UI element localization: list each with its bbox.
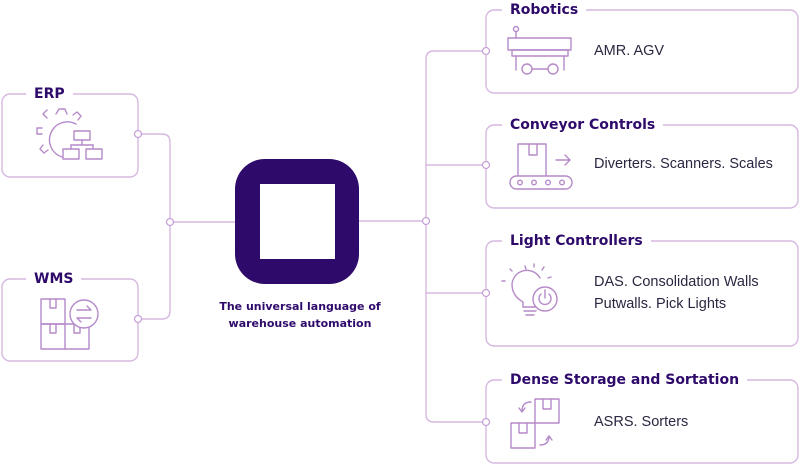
conveyor-title: Conveyor Controls: [502, 116, 664, 134]
dense-storage-title: Dense Storage and Sortation: [502, 371, 748, 389]
light-node: [481, 288, 491, 298]
left-connector-trunk: [138, 133, 171, 320]
robotics-description: AMR. AGV: [594, 43, 665, 59]
right-junction-node: [421, 216, 431, 226]
gear-org-chart-icon: [36, 108, 103, 160]
boxes-sort-icon: [510, 398, 560, 449]
center-caption-line1: The universal language of: [219, 300, 381, 313]
light-title: Light Controllers: [502, 232, 651, 250]
lightbulb-power-icon: [501, 263, 558, 316]
right-connector-trunk: [425, 50, 486, 423]
conveyor-box-icon: [509, 143, 573, 190]
conveyor-node: [481, 160, 491, 170]
center-caption-line2: warehouse automation: [228, 317, 372, 330]
robot-cart-icon: [507, 25, 572, 75]
left-junction-node: [165, 217, 175, 227]
erp-title: ERP: [26, 85, 73, 103]
boxes-exchange-icon: [40, 298, 99, 350]
erp-box: [1, 93, 139, 178]
wms-title: WMS: [26, 270, 82, 288]
wms-node: [133, 314, 143, 324]
dense-node: [481, 417, 491, 427]
dense-storage-description: ASRS. Sorters: [594, 414, 689, 430]
conveyor-description: Diverters. Scanners. Scales: [594, 156, 773, 172]
light-description-line1: DAS. Consolidation Walls: [594, 274, 759, 290]
robotics-title: Robotics: [502, 1, 587, 19]
erp-node: [133, 129, 143, 139]
square-ring-logo: [235, 159, 359, 284]
light-description-line2: Putwalls. Pick Lights: [594, 296, 727, 312]
robotics-node: [481, 46, 491, 56]
